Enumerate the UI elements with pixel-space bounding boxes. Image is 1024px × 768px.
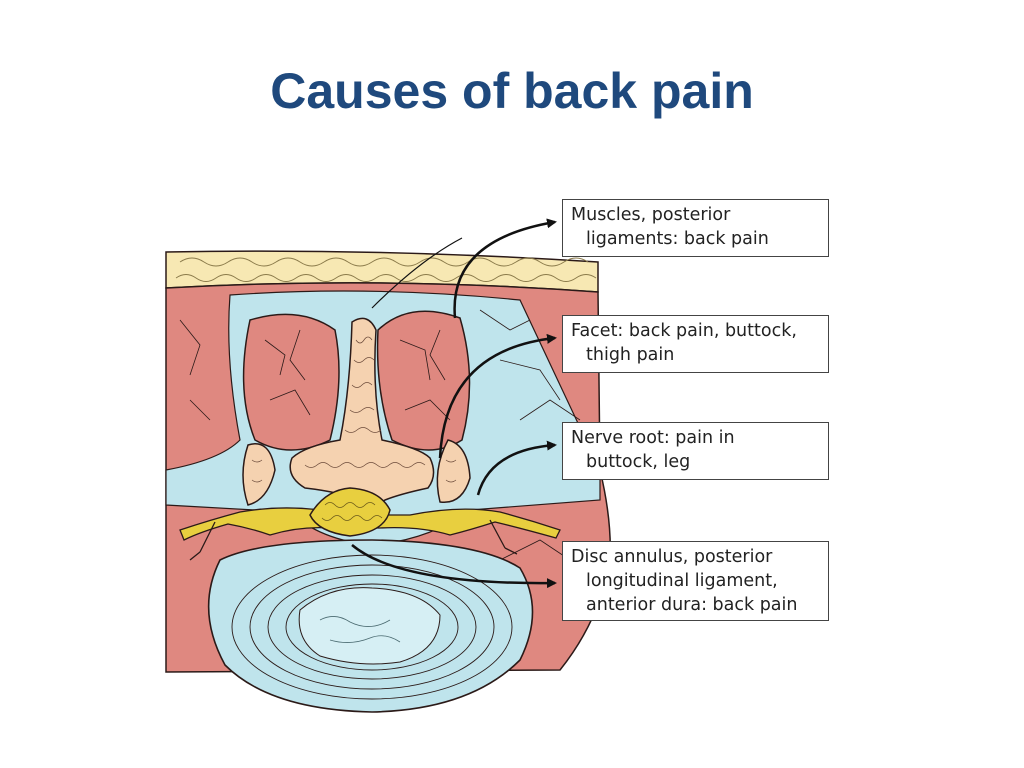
left-facet-joint [242, 443, 276, 506]
thecal-sac [309, 487, 391, 537]
callout-line: anterior dura: back pain [586, 595, 798, 615]
nucleus-pulposus [298, 587, 441, 665]
callout-line: Nerve root: pain in [571, 428, 735, 448]
callout-line: Disc annulus, posterior [571, 547, 773, 567]
callout-disc-annulus: Disc annulus, posterior longitudinal lig… [562, 541, 829, 621]
arrow-disc [351, 544, 557, 589]
cauda-equina-texture [321, 502, 383, 521]
callout-line: buttock, leg [586, 452, 691, 472]
slide-title: Causes of back pain [270, 63, 754, 119]
callout-line: Facet: back pain, buttock, [571, 321, 797, 341]
callout-line: Muscles, posterior [571, 205, 731, 225]
callout-line: ligaments: back pain [586, 229, 769, 249]
disc-annulus-rings [231, 554, 513, 700]
bone-texture [251, 336, 457, 483]
arrow-muscles [453, 218, 557, 319]
callout-line: longitudinal ligament, [586, 571, 778, 591]
callout-line: thigh pain [586, 345, 675, 365]
right-facet-joint [436, 439, 471, 504]
arrow-nerve-root [476, 440, 557, 496]
fat-cell-texture [175, 257, 597, 282]
nerve-branches [189, 519, 518, 561]
arrow-facet [438, 333, 557, 459]
muscle-fiber-texture [179, 309, 581, 611]
right-multifidus-muscle [376, 310, 471, 451]
callout-nerve-root: Nerve root: pain in buttock, leg [562, 422, 829, 480]
callout-muscles-posterior-ligaments: Muscles, posterior ligaments: back pain [562, 199, 829, 257]
vertebral-arch [289, 317, 435, 506]
arrow-ligament-line [371, 237, 463, 309]
callout-facet: Facet: back pain, buttock, thigh pain [562, 315, 829, 373]
left-multifidus-muscle [242, 313, 340, 451]
nucleus-texture [319, 616, 401, 643]
